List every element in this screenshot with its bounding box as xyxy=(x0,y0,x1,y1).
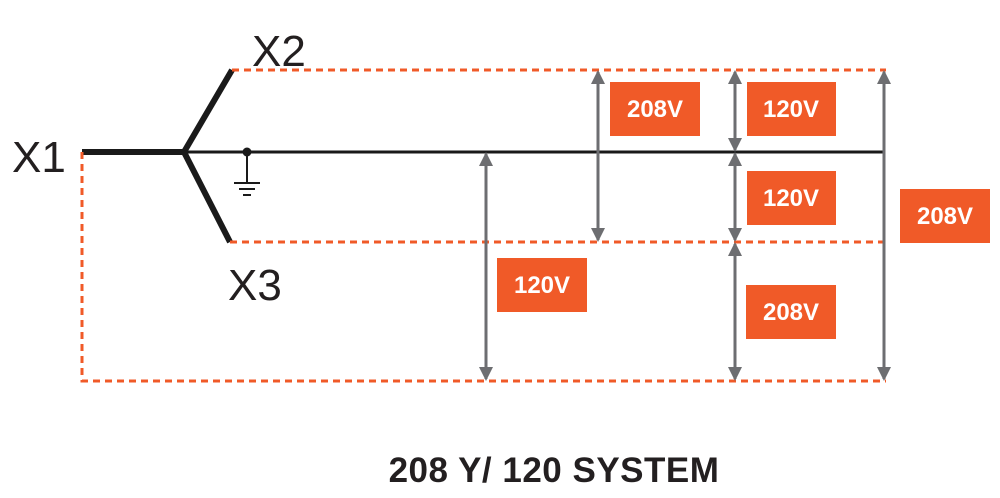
x3-leg xyxy=(181,150,233,244)
voltage-badge-label: 120V xyxy=(514,272,570,299)
voltage-badge: 208V xyxy=(746,285,836,339)
voltage-badge: 120V xyxy=(497,258,587,312)
x1-reference-line xyxy=(80,152,886,383)
voltage-badge-label: 120V xyxy=(763,185,819,212)
voltage-badge: 120V xyxy=(747,171,836,225)
voltage-badge-label: 120V xyxy=(763,96,819,123)
diagram-title: 208 Y/ 120 SYSTEM xyxy=(389,451,720,490)
voltage-badge-label: 208V xyxy=(627,96,683,123)
x2-leg xyxy=(181,68,235,154)
voltage-badge-label: 208V xyxy=(763,299,819,326)
terminal-x2-label: X2 xyxy=(252,27,306,76)
voltage-badge: 120V xyxy=(747,82,836,136)
ground-symbol-icon xyxy=(234,147,260,196)
voltage-badge-label: 208V xyxy=(917,203,973,230)
terminal-x3-label: X3 xyxy=(228,261,282,310)
voltage-badge: 208V xyxy=(610,82,700,136)
terminal-x1-label: X1 xyxy=(12,133,66,182)
voltage-badge: 208V xyxy=(900,189,990,243)
